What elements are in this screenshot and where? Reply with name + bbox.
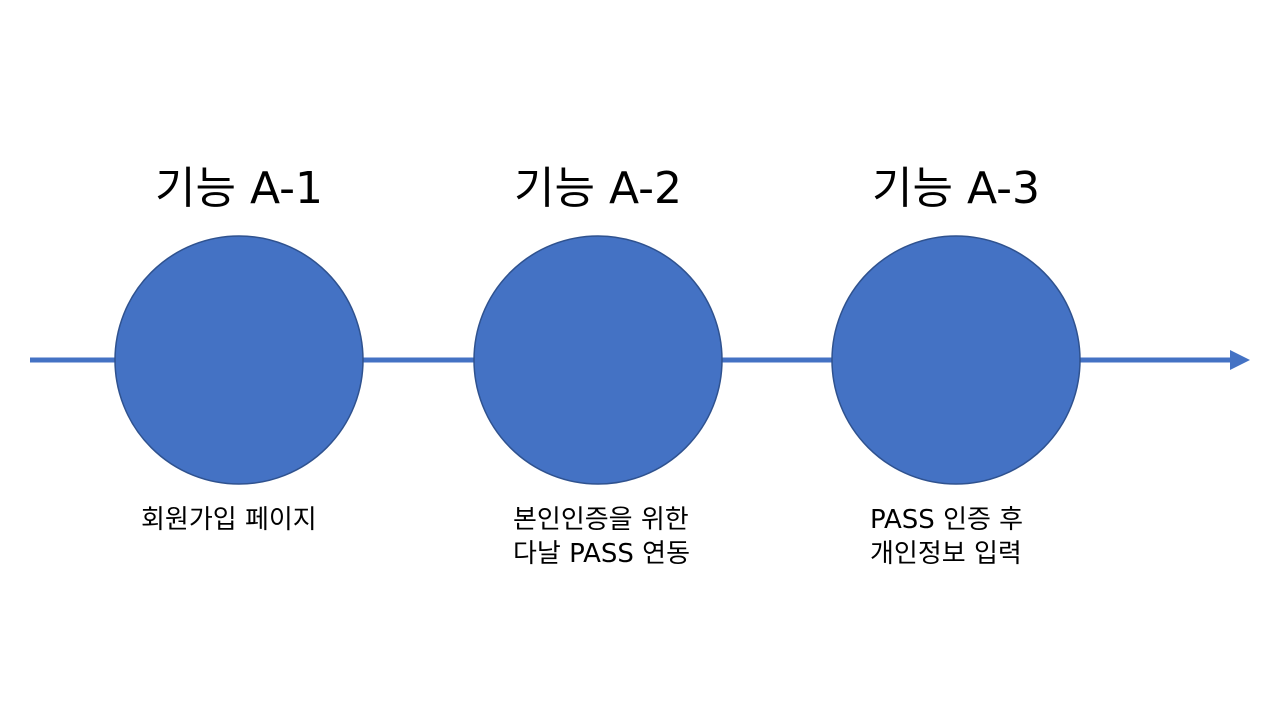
stage-2-description: 본인인증을 위한 다날 PASS 연동 xyxy=(513,505,691,569)
stage-1-description: 회원가입 페이지 xyxy=(141,505,317,535)
stage-2-title: 기능 A-2 xyxy=(514,163,682,214)
stage-2-node xyxy=(473,235,723,485)
timeline-arrowhead xyxy=(1230,350,1250,370)
stage-3-description: PASS 인증 후 개인정보 입력 xyxy=(870,505,1024,569)
stage-3-node xyxy=(831,235,1081,485)
stage-1-node xyxy=(114,235,364,485)
stage-1-title: 기능 A-1 xyxy=(155,163,323,214)
stage-3-title: 기능 A-3 xyxy=(872,163,1040,214)
